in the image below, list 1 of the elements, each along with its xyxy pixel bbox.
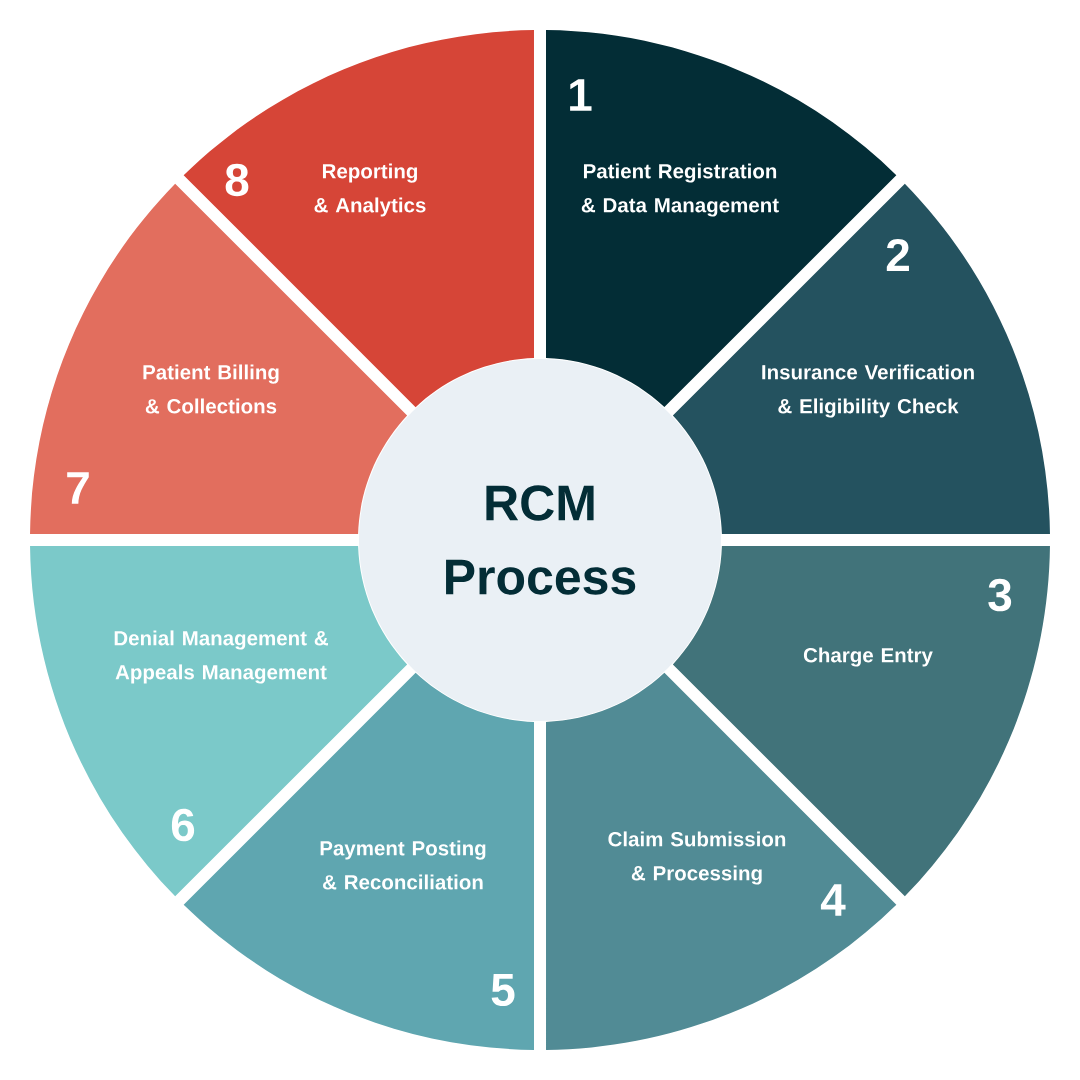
segment-wedge: Claim Submission & Processing 4 — [546, 672, 897, 1050]
